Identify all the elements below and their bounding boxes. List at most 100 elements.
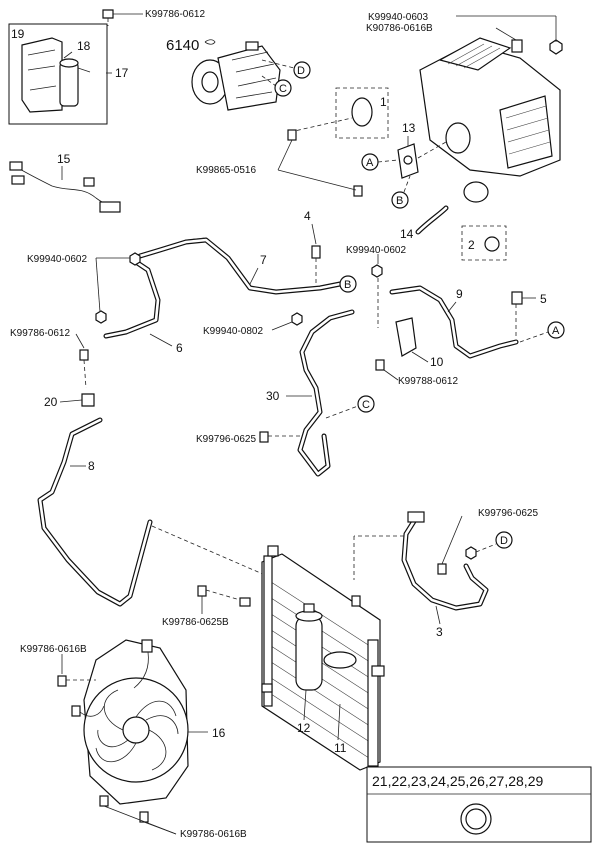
connector-c-hose30: C: [357, 395, 375, 413]
pipe-3: [401, 515, 489, 611]
oring-ref-list: 21,22,23,24,25,26,27,28,29: [372, 773, 543, 789]
pipe-3-fitting: [407, 511, 425, 523]
compressor-body: [217, 45, 281, 111]
fitting-4: [311, 245, 321, 259]
label-k99786-0612-left: K99786-0612: [10, 328, 70, 339]
dash-k99786-left: [83, 359, 87, 389]
nut-k99940-0602-mid: [371, 264, 383, 278]
leader-9: [447, 301, 457, 313]
bolt-k99786-0625b: [197, 585, 207, 597]
cap-2: [484, 236, 500, 252]
inset-frame: [8, 23, 108, 125]
connector-label: B: [344, 279, 351, 291]
expansion-valve-port: [445, 122, 471, 154]
connector-circle: [547, 321, 565, 339]
callout-3: 3: [436, 625, 443, 639]
compressor: [191, 41, 281, 111]
bolt-k99796-0625-right: [437, 563, 447, 575]
leader-4: [311, 223, 317, 245]
pipe-9-inner: [390, 286, 518, 358]
label-k99788-0612: K99788-0612: [398, 376, 458, 387]
leader-17: [77, 67, 91, 73]
connector-b-top: B: [391, 191, 409, 209]
dash-d-pipe3: [475, 543, 497, 553]
bracket-10: [395, 317, 417, 357]
bolt-k99865-a: [287, 129, 297, 141]
connector-d-top: D: [293, 61, 311, 79]
bolt-k99865-b: [353, 185, 363, 197]
leader-6: [149, 333, 173, 347]
leader-k99940-0802: [271, 321, 293, 331]
connector-circle: [339, 275, 357, 293]
dash-pipe8-condenser: [151, 525, 273, 579]
connector-label: A: [366, 157, 374, 169]
leader-0616b-b2: [143, 821, 177, 835]
dash-k99786-0625b: [205, 589, 241, 601]
condenser-bracket: [371, 665, 385, 677]
condenser-mount-3: [351, 595, 361, 607]
label-k99786-0616b-bottom: K99786-0616B: [180, 829, 247, 840]
leader-k99788: [383, 369, 399, 381]
label-k99796-0625-right: K99796-0625: [478, 508, 538, 519]
bolt-head: [102, 9, 114, 19]
leader-7: [249, 267, 259, 285]
label-k99865-0516: K99865-0516: [196, 165, 256, 176]
leader-k90786: [495, 27, 517, 41]
connector-label: C: [279, 83, 287, 95]
callout-2: 2: [468, 238, 475, 252]
condenser-mount-1: [261, 683, 273, 693]
leader-k99865-a: [277, 139, 293, 171]
label-k99796-0625-mid: K99796-0625: [196, 434, 256, 445]
oring-inner: [465, 808, 487, 830]
callout-20: 20: [44, 395, 58, 409]
leader-12: [303, 689, 307, 721]
dash-1: [289, 117, 353, 133]
condenser-mount-2: [239, 597, 251, 607]
connector-circle: [293, 61, 311, 79]
bolt-k99788-0612: [375, 359, 385, 371]
ref-arrow: [204, 39, 216, 45]
blower-motor: [463, 181, 489, 203]
callout-1: 1: [380, 95, 387, 109]
wiring-harness-15: [9, 161, 121, 213]
ref-6140: 6140: [166, 37, 199, 54]
bolt-k99786-0616b-b1: [99, 795, 109, 807]
leader-k99786-0612-left: [75, 333, 85, 349]
fan-plug: [71, 705, 81, 717]
callout-11: 11: [334, 741, 347, 755]
connector-circle: [357, 395, 375, 413]
evaporator-unit: [419, 37, 563, 203]
callout-4: 4: [304, 209, 311, 223]
dash-13: [417, 141, 447, 159]
label-k99940-0602-mid: K99940-0602: [346, 245, 406, 256]
oring-ref-box: [366, 766, 592, 843]
dash-b-top: [403, 175, 411, 193]
gasket-13: [397, 143, 419, 179]
bolt-top-left: [102, 9, 143, 26]
callout-19: 19: [11, 27, 25, 41]
callout-6: 6: [176, 341, 183, 355]
nut-k99940-0602-a: [129, 252, 141, 266]
cooling-fan-16: [71, 639, 189, 805]
label-k99940-0802: K99940-0802: [203, 326, 263, 337]
bracket-ribs: [27, 49, 57, 91]
nut-k99940-0602-b: [95, 310, 107, 324]
connector-label: A: [552, 325, 560, 337]
fan-connector: [141, 639, 153, 653]
cap-2-box: [461, 225, 507, 261]
label-k99940-0603: K99940-0603: [368, 12, 428, 23]
dash-pipe7-joint: [185, 237, 207, 241]
compressor-port: [245, 41, 259, 51]
label-k99786-0616b-top: K99786-0616B: [20, 644, 87, 655]
receiver-bottle: [59, 61, 79, 107]
nut-evap: [549, 39, 563, 55]
connector-label: D: [297, 65, 305, 77]
callout-8: 8: [88, 459, 95, 473]
connector-b-pipe7: B: [339, 275, 357, 293]
oring-1: [351, 97, 373, 127]
connector-c-top: C: [274, 79, 292, 97]
oring-ref-frame: [366, 766, 592, 843]
label-k90786-0616b: K90786-0616B: [366, 23, 433, 34]
bolt-k99786-0612-left: [79, 349, 89, 361]
bracket-inset: [8, 23, 108, 125]
